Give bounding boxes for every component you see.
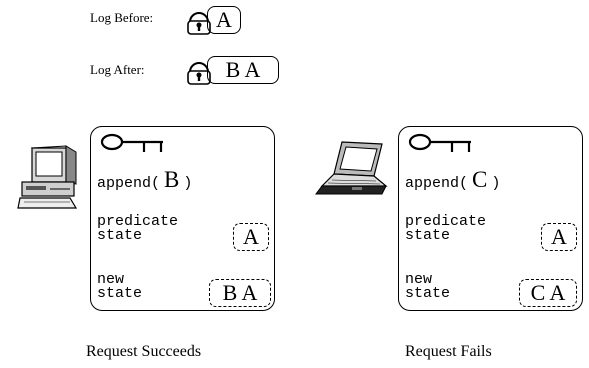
predicate-state-value: A <box>541 223 577 251</box>
state-label: state <box>405 227 451 244</box>
log-after-value: B A <box>207 56 279 84</box>
predicate-label: predicate <box>97 213 179 230</box>
log-before-label: Log Before: <box>90 10 154 25</box>
append-suffix: ) <box>491 175 501 192</box>
append-suffix: ) <box>183 175 193 192</box>
log-after-label: Log After: <box>90 62 145 77</box>
append-prefix: append( <box>97 175 161 192</box>
new-state-label: new state <box>405 271 451 302</box>
key-icon <box>408 133 471 152</box>
desktop-computer-icon <box>17 145 78 209</box>
caption-right: Request Fails <box>405 343 492 360</box>
append-call: append(C) <box>405 168 501 192</box>
caption-left: Request Succeeds <box>86 343 202 360</box>
predicate-state-label: predicate state <box>97 213 179 244</box>
predicate-state-label: predicate state <box>405 213 487 244</box>
new-state-value: C A <box>519 279 577 307</box>
lock-icon <box>187 62 211 85</box>
state-label: state <box>97 285 143 302</box>
new-state-label: new state <box>97 271 143 302</box>
append-argument: C <box>472 167 488 192</box>
new-state-value: B A <box>209 279 271 307</box>
append-call: append(B) <box>97 168 193 192</box>
predicate-state-value: A <box>233 223 269 251</box>
append-argument: B <box>164 167 180 192</box>
new-label: new <box>97 271 125 288</box>
laptop-computer-icon <box>315 141 388 195</box>
request-card-right: append(C) predicate state A new state C … <box>398 126 583 311</box>
key-icon <box>100 133 163 152</box>
log-before-value: A <box>207 6 241 34</box>
predicate-label: predicate <box>405 213 487 230</box>
new-label: new <box>405 271 433 288</box>
request-card-left: append(B) predicate state A new state B … <box>90 126 275 311</box>
append-prefix: append( <box>405 175 469 192</box>
state-label: state <box>97 227 143 244</box>
state-label: state <box>405 285 451 302</box>
